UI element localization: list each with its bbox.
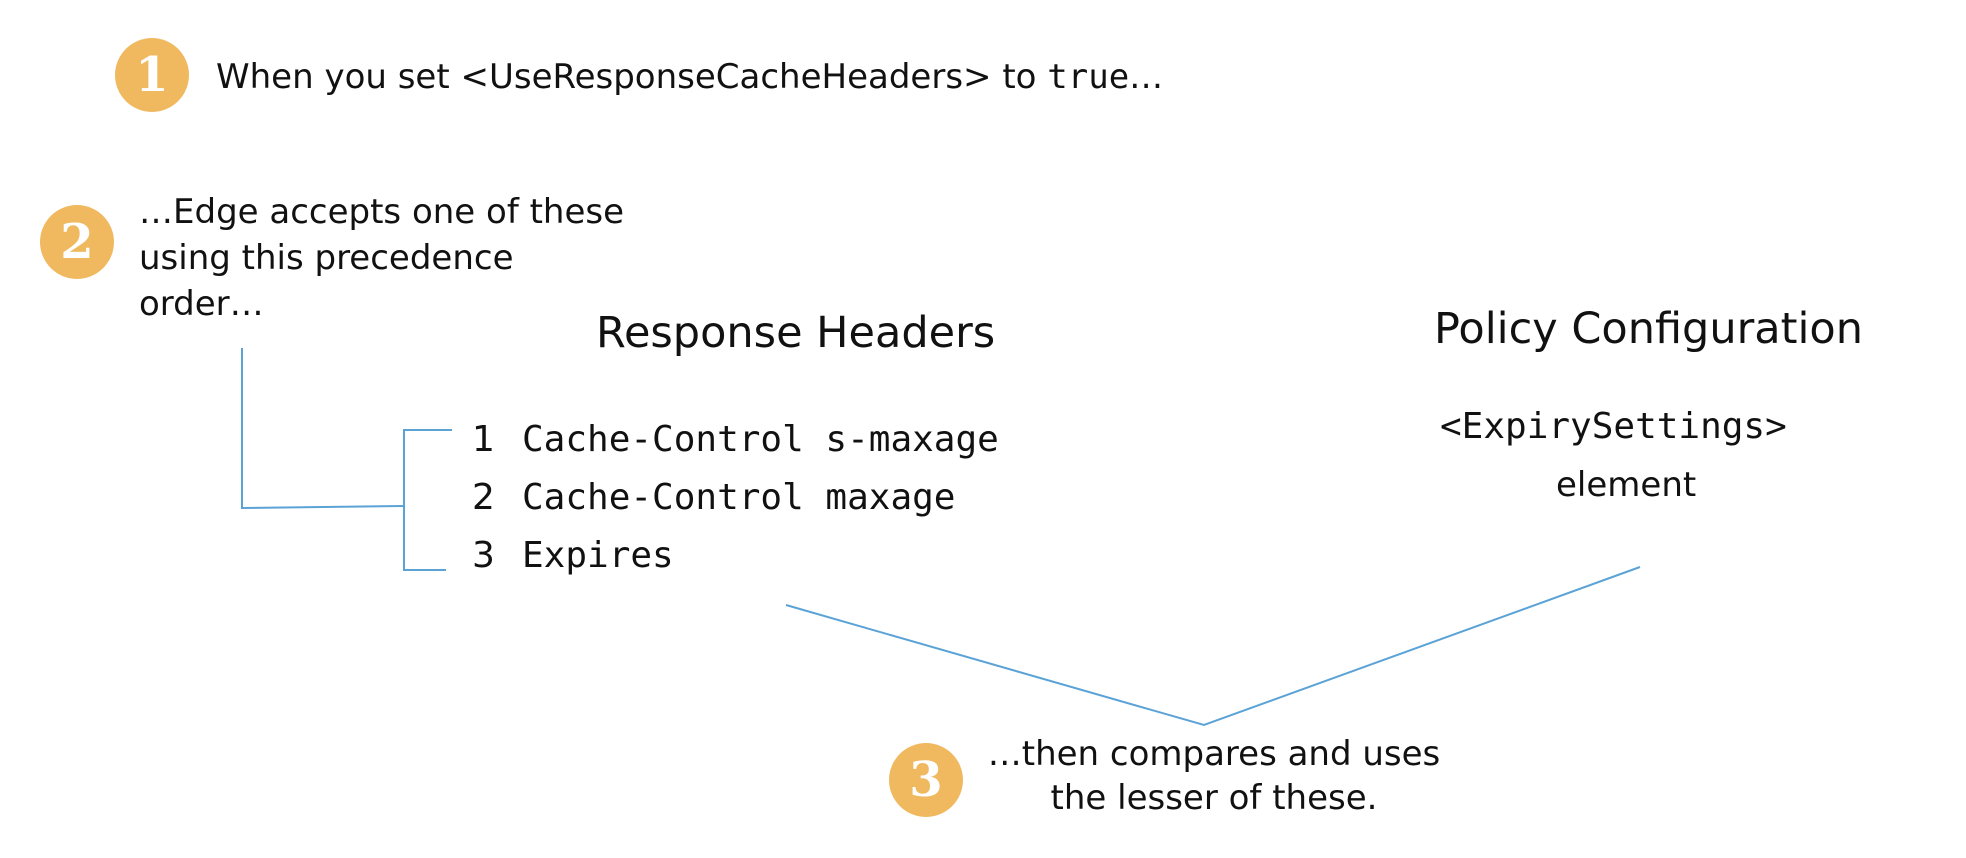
step-1-text-after: … [1129, 57, 1164, 97]
step-2-badge: 2 [40, 205, 114, 279]
step-3-badge: 3 [889, 743, 963, 817]
response-header-label: Expires [522, 535, 674, 576]
response-header-item: 3 Expires [472, 530, 674, 582]
step-3-text: …then compares and uses the lesser of th… [984, 732, 1444, 820]
list-bracket [403, 429, 452, 571]
step-1-code: true [1047, 57, 1130, 97]
policy-configuration-title: Policy Configuration [1434, 304, 1863, 354]
compare-connector [785, 566, 1641, 727]
expiry-settings-element-word: element [1556, 465, 1697, 505]
step-2-line-1: …Edge accepts one of these [139, 192, 625, 232]
response-header-item: 1 Cache-Control s-maxage [472, 414, 999, 466]
response-header-num: 1 [472, 419, 495, 460]
expiry-settings-code: <ExpirySettings> [1440, 406, 1787, 447]
step-2-line-3: order… [139, 284, 264, 324]
step2-connector [241, 348, 405, 510]
step-2-text: …Edge accepts one of these using this pr… [139, 189, 624, 327]
response-headers-title: Response Headers [596, 308, 996, 358]
response-header-label: Cache-Control s-maxage [522, 419, 999, 460]
step-1-text: When you set <UseResponseCacheHeaders> t… [216, 54, 1163, 100]
response-header-num: 3 [472, 535, 495, 576]
response-header-label: Cache-Control maxage [522, 477, 956, 518]
step-2-line-2: using this precedence [139, 238, 514, 278]
step-1-text-before: When you set <UseResponseCacheHeaders> t… [216, 57, 1048, 97]
step-3-line-2: the lesser of these. [1050, 778, 1378, 818]
response-header-num: 2 [472, 477, 495, 518]
response-header-item: 2 Cache-Control maxage [472, 472, 955, 524]
step-1-badge: 1 [115, 38, 189, 112]
step-3-line-1: …then compares and uses [987, 734, 1441, 774]
